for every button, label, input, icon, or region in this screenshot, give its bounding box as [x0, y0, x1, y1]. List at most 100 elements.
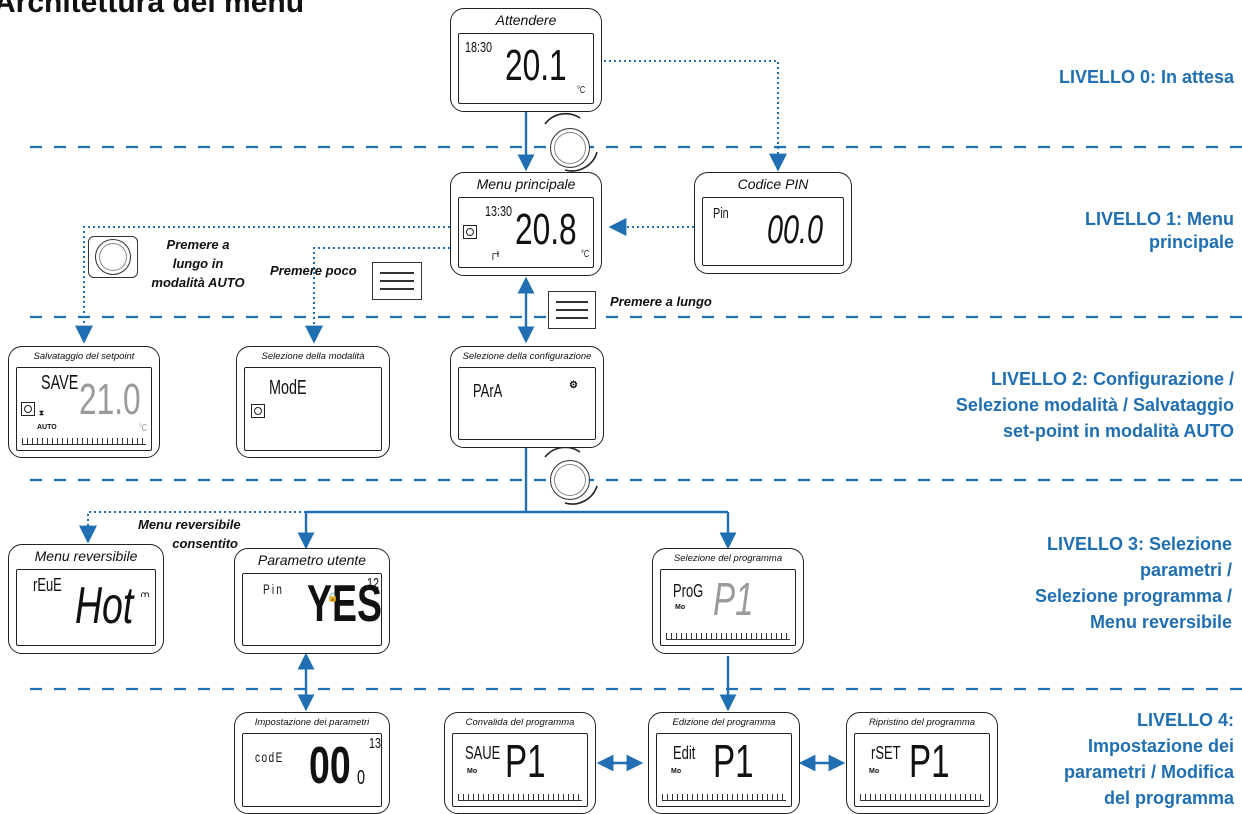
dotted-menu-modalita: [305, 247, 450, 344]
lcd-display: SAVE 21.0 °C ⧗ AUTO: [16, 367, 152, 451]
level-3-line-2: parametri /: [1139, 560, 1232, 580]
setpoint-value: 21.0: [79, 375, 141, 424]
reversible-value: Hot: [75, 577, 134, 635]
annotation-long-press-auto: Premere a lungo in modalità AUTO: [136, 235, 260, 292]
temperature-value: 20.1: [505, 41, 567, 90]
rotate-arrow-mid-1: [544, 446, 581, 458]
mode-sun-icon: [463, 225, 477, 239]
config-label: PArA: [473, 381, 503, 401]
code-sub-value: 0: [357, 767, 366, 789]
screen-programma: Selezione del programma ProG Mo P1: [652, 548, 804, 654]
day-label: Mo: [671, 768, 682, 775]
level-1-line-2: principale: [1148, 232, 1234, 252]
mode-label: ModE: [269, 377, 307, 399]
save-label: SAVE: [41, 372, 79, 394]
knob-icon: [95, 239, 131, 275]
screen-convalida: Convalida del programma SAUE Mo P1: [444, 712, 596, 814]
annotation-line-3: modalità AUTO: [151, 275, 245, 290]
level-4-line-2: Impostazione dei: [1087, 736, 1234, 756]
screen-caption: Edizione del programma: [672, 717, 776, 728]
lcd-display: ModE: [244, 367, 382, 451]
lcd-display: 13:30 20.8 °C ┌ᵻ: [458, 197, 594, 268]
screen-caption: Parametro utente: [257, 552, 367, 568]
rotary-knob-icon: [550, 460, 590, 500]
program-scale: [666, 633, 790, 640]
screen-codice-pin: Codice PIN Pin 00.0: [694, 172, 852, 274]
lcd-display: ProG Mo P1: [660, 569, 796, 646]
day-label: Mo: [675, 604, 686, 611]
annotation-long-press: Premere a lungo: [610, 294, 712, 309]
level-2-line-2: Selezione modalità / Salvataggio: [955, 395, 1234, 415]
lcd-display: PArA ⚙: [458, 367, 596, 440]
lcd-display: Edit Mo P1: [656, 733, 792, 807]
lcd-display: 18:30 20.1 °C: [458, 33, 594, 104]
screen-menu-principale: Menu principale 13:30 20.8 °C ┌ᵻ: [450, 172, 602, 276]
page-title: Architettura del menu: [0, 0, 305, 19]
program-value: P1: [505, 735, 546, 787]
screen-setpoint: Salvataggio del setpoint SAVE 21.0 °C ⧗ …: [8, 346, 160, 458]
screen-caption: Convalida del programma: [465, 717, 575, 728]
hourglass-icon: ⧗: [39, 410, 44, 417]
level-4-label: LIVELLO 4: Impostazione dei parametri / …: [1064, 707, 1234, 811]
level-dividers: [30, 145, 1242, 691]
dotted-menu-setpoint: [75, 226, 450, 344]
annotation-line-1: Menu reversibile: [138, 517, 241, 532]
level-3-label: LIVELLO 3: Selezione parametri / Selezio…: [1035, 531, 1232, 635]
program-label: Edit: [673, 743, 696, 763]
lcd-display: Pin 00.0: [702, 197, 844, 266]
rotary-knob-icon: [550, 128, 590, 168]
rotate-arrow-mid-2: [564, 485, 598, 505]
lcd-display: codE 00 0 13: [242, 733, 382, 807]
level-1-label: LIVELLO 1: Menu principale: [1085, 208, 1234, 254]
dotted-to-reversibile: [79, 511, 306, 544]
pin-label: Pin: [713, 205, 729, 222]
screen-ripristino: Ripristino del programma rSET Mo P1: [846, 712, 998, 814]
lcd-display: SAUE Mo P1: [452, 733, 588, 807]
screen-caption: Codice PIN: [737, 176, 809, 192]
level-4-line-1: LIVELLO 4:: [1136, 710, 1234, 730]
unit-label: °C: [577, 85, 586, 96]
mode-label: AUTO: [37, 424, 57, 431]
unit-label: °C: [581, 249, 590, 260]
annotation-line-1: Premere a: [166, 237, 230, 252]
screen-caption: Menu reversibile: [34, 548, 138, 564]
time-value: 13:30: [485, 203, 513, 220]
screen-caption: Salvataggio del setpoint: [33, 351, 135, 362]
screen-parametri: Impostazione dei parametri codE 00 0 13: [234, 712, 390, 814]
temperature-value: 20.8: [515, 205, 577, 254]
level-4-line-3: parametri / Modifica: [1063, 762, 1234, 782]
level-4-line-4: del programma: [1103, 788, 1234, 808]
program-label: SAUE: [465, 743, 501, 763]
screen-caption: Attendere: [495, 12, 557, 28]
dotted-attendere-pin: [604, 60, 787, 172]
program-value: P1: [713, 573, 754, 625]
lcd-display: Pin YES 12 🔒: [242, 573, 382, 646]
menu-button-icon: [548, 291, 596, 329]
knob-button-icon: [88, 236, 138, 278]
heating-icon: ┌ᵻ: [489, 248, 500, 260]
screen-caption: Selezione della configurazione: [462, 351, 592, 362]
screen-caption: Menu principale: [476, 176, 576, 192]
code-label: codE: [255, 749, 284, 765]
program-label: ProG: [673, 581, 704, 601]
screen-caption: Ripristino del programma: [868, 717, 976, 728]
rotate-arrow-top-1: [544, 112, 581, 125]
level-3-line-1: LIVELLO 3: Selezione: [1046, 534, 1232, 554]
day-label: Mo: [869, 768, 880, 775]
program-value: P1: [909, 735, 950, 787]
reversible-label: rEuE: [33, 575, 62, 595]
screen-modalita: Selezione della modalità ModE: [236, 346, 390, 458]
screen-utente: Parametro utente Pin YES 12 🔒: [234, 548, 390, 654]
level-2-line-3: set-point in modalità AUTO: [1002, 421, 1234, 441]
unit-label: °C: [139, 423, 148, 434]
annotation-reversible: Menu reversibile consentito: [138, 515, 241, 553]
annotation-line-2: consentito: [172, 536, 238, 551]
screen-caption: Selezione della modalità: [261, 351, 365, 362]
level-2-line-1: LIVELLO 2: Configurazione /: [991, 369, 1234, 389]
param-value: YES: [307, 575, 382, 633]
level-0-line-1: LIVELLO 0: In attesa: [1058, 67, 1234, 87]
program-value: P1: [713, 735, 754, 787]
lcd-display: rEuE Hot ⩋: [16, 569, 156, 646]
param-number: 12: [367, 575, 380, 592]
